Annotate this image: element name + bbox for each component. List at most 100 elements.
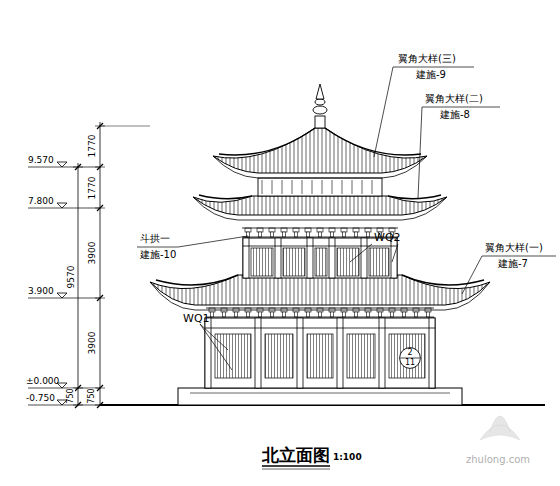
- finial-spike: [316, 84, 324, 99]
- lower-bracket-set: [283, 312, 286, 317]
- upper-bracket-set: [329, 228, 335, 232]
- level-value: 7.800: [28, 197, 54, 206]
- lower-bracket-set: [379, 312, 382, 317]
- lower-bracket-set: [403, 312, 406, 317]
- dimension-value: 3900: [88, 242, 97, 265]
- middle-roof: [193, 196, 447, 215]
- upper-bracket-set: [305, 228, 311, 232]
- upper-column: [391, 238, 397, 278]
- upper-lattice: [251, 248, 273, 276]
- lower-bracket-set: [307, 312, 310, 317]
- drum-rib: [272, 180, 273, 194]
- callout-underline: [482, 256, 556, 257]
- callout-text: 1:100: [333, 453, 362, 462]
- callout-text: 翼角大样(二): [425, 94, 483, 104]
- drum-rib: [372, 180, 373, 194]
- lower-bracket-set: [415, 312, 418, 317]
- timber-column: [255, 318, 261, 388]
- callout-text: WQ1: [183, 313, 210, 324]
- timber-column: [205, 318, 211, 388]
- level-value: 9.570: [28, 156, 54, 165]
- upper-column: [275, 238, 281, 278]
- callout-underline: [422, 107, 500, 108]
- lower-roof-ridge: [402, 275, 484, 285]
- drum-rib: [302, 180, 303, 194]
- drum-rib: [332, 180, 333, 194]
- drum-rib: [352, 180, 353, 194]
- upper-lintel: [243, 246, 397, 247]
- drum-rib: [342, 180, 343, 194]
- callout-text: 建施-8: [440, 110, 470, 120]
- index-number: 2: [399, 348, 421, 358]
- callout-text: WQ2: [374, 232, 401, 243]
- upper-lattice: [315, 248, 327, 276]
- callout-underline: [137, 247, 178, 248]
- upper-bracket-set: [269, 228, 275, 232]
- leader-line: [374, 67, 393, 157]
- dimension-extension: [100, 126, 150, 127]
- callout-text: 建施-9: [416, 70, 446, 80]
- title-underline: [262, 465, 330, 466]
- upper-bracket-set: [283, 232, 286, 237]
- lower-roof-ridge: [156, 275, 238, 285]
- upper-lattice: [337, 248, 359, 276]
- lower-bracket-set: [247, 312, 250, 317]
- dimension-value: 1770: [88, 135, 97, 158]
- callout-text: 翼角大样(一): [485, 243, 543, 253]
- upper-column: [307, 238, 313, 278]
- leader-line: [462, 256, 482, 294]
- lattice-panel: [307, 334, 333, 378]
- lower-bracket-set: [331, 312, 334, 317]
- upper-bracket-set: [257, 228, 263, 232]
- index-number: 11: [399, 358, 421, 368]
- top-roof-ridge: [325, 128, 421, 155]
- timber-column: [297, 318, 303, 388]
- upper-bracket-set: [271, 232, 274, 237]
- callout-text: 翼角大样(三): [398, 54, 456, 64]
- lower-bracket-set-beam: [206, 308, 434, 309]
- upper-bracket-set: [317, 228, 323, 232]
- drum-rib: [322, 180, 323, 194]
- dimension-value: 750: [88, 388, 96, 403]
- middle-roof-ridge: [199, 195, 252, 199]
- lower-bracket-set: [295, 312, 298, 317]
- timber-column: [429, 318, 435, 388]
- lower-roof-fascia: [150, 282, 490, 310]
- upper-bracket-set: [293, 228, 299, 232]
- leader-line: [200, 324, 232, 370]
- finial-base: [315, 116, 325, 128]
- lower-bracket-set: [391, 312, 394, 317]
- detail-index-circle: 211: [399, 347, 421, 369]
- finial-ring: [315, 99, 325, 105]
- upper-column: [329, 238, 335, 278]
- lintel-beam: [205, 328, 435, 329]
- upper-bracket-set: [353, 228, 359, 232]
- callout-text: 建施-10: [140, 250, 176, 260]
- upper-lattice: [369, 248, 389, 276]
- callout-text: 斗拱一: [140, 234, 170, 244]
- lower-bracket-set: [223, 312, 226, 317]
- upper-storey: [243, 238, 397, 278]
- finial-ring: [313, 106, 327, 114]
- leader-line: [178, 236, 248, 247]
- level-value: ±0.000: [26, 377, 59, 386]
- level-triangle: [57, 293, 67, 298]
- upper-bracket-set: [259, 232, 262, 237]
- title-underline: [262, 469, 330, 470]
- top-drum: [258, 178, 382, 196]
- drum-rib: [262, 180, 263, 194]
- upper-bracket-set: [367, 232, 370, 237]
- drawing-title: 北立面图: [262, 447, 330, 464]
- upper-bracket-set: [281, 228, 287, 232]
- leader-line: [392, 244, 398, 262]
- lower-bracket-set-beam: [206, 317, 434, 318]
- upper-bracket-set: [295, 232, 298, 237]
- upper-bracket-set: [307, 232, 310, 237]
- lower-roof: [150, 275, 490, 305]
- lattice-panel: [347, 334, 375, 378]
- lower-bracket-set: [271, 312, 274, 317]
- upper-column: [243, 238, 249, 278]
- drum-rib: [312, 180, 313, 194]
